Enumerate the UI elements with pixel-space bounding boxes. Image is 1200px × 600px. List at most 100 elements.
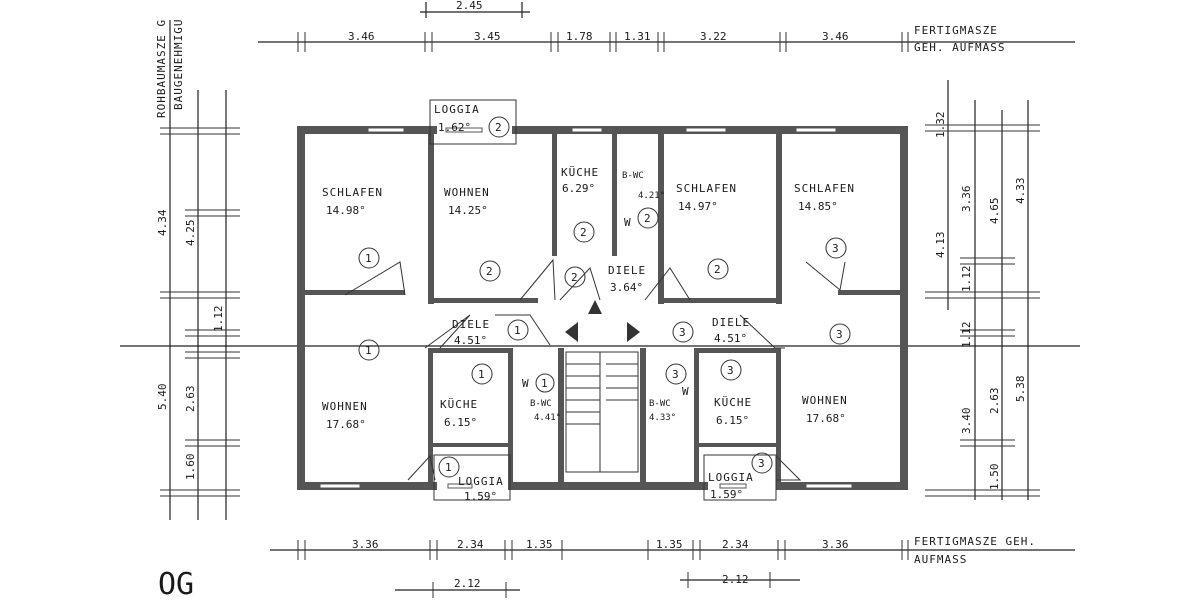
wc-3-name: B-WC xyxy=(649,399,671,409)
unit-marker: 1 xyxy=(471,363,493,385)
svg-text:3: 3 xyxy=(672,368,679,381)
right-dim-7: 1.12 xyxy=(960,322,973,349)
svg-text:2: 2 xyxy=(644,212,651,225)
right-dim-9: 2.63 xyxy=(988,388,1001,415)
wc-2-area: 4.21° xyxy=(638,191,665,201)
diele-3-name: DIELE xyxy=(712,316,750,329)
loggia-1-area: 1.59° xyxy=(464,490,497,503)
svg-text:1: 1 xyxy=(541,377,548,390)
top-dim-6: 3.46 xyxy=(822,30,849,43)
wc-2-tag: W xyxy=(624,216,631,229)
wc-1-tag: W xyxy=(522,377,529,390)
top-note-1: FERTIGMASZE xyxy=(914,24,998,37)
right-dim-5: 4.33 xyxy=(1014,178,1027,205)
bottom-dim-5: 2.34 xyxy=(722,538,749,551)
door-swings xyxy=(344,258,846,481)
unit-marker: 3 xyxy=(665,363,687,385)
top-dim-4: 1.31 xyxy=(624,30,651,43)
left-dim-5: 4.25 xyxy=(184,220,197,247)
loggia-top-area: 1.62° xyxy=(438,121,471,134)
unit-marker: 1 xyxy=(358,339,380,361)
top-note-2: GEH. AUFMASS xyxy=(914,41,1005,54)
schlafen-1-name: SCHLAFEN xyxy=(322,186,383,199)
left-dimension-chain: ROHBAUMASZE G BAUGENEHMIGU 4.34 5.40 2.6… xyxy=(120,19,1080,520)
unit-marker: 2 xyxy=(564,266,586,288)
loggia-3-area: 1.59° xyxy=(710,488,743,501)
svg-text:2: 2 xyxy=(571,271,578,284)
right-dim-10: 5.38 xyxy=(1014,376,1027,403)
kueche-2-name: KÜCHE xyxy=(561,166,599,179)
wc-2-name: B-WC xyxy=(622,171,644,181)
schlafen-2-name: SCHLAFEN xyxy=(676,182,737,195)
corner-note: OG xyxy=(158,567,194,600)
left-dim-3: 2.63 xyxy=(184,386,197,413)
left-dim-2: 5.40 xyxy=(156,384,169,411)
loggia-1-name: LOGGIA xyxy=(458,475,504,488)
right-dim-2: 3.36 xyxy=(960,186,973,213)
right-dimension-chain: 1.32 3.36 4.13 4.65 4.33 1.12 1.12 3.40 … xyxy=(925,80,1040,500)
wc-1-area: 4.41° xyxy=(534,413,561,423)
right-dim-11: 1.50 xyxy=(988,464,1001,491)
bottom-sub-dim-1: 2.12 xyxy=(454,577,481,590)
loggia-3-name: LOGGIA xyxy=(708,471,754,484)
walls xyxy=(297,126,908,490)
kueche-1-name: KÜCHE xyxy=(440,398,478,411)
unit-marker: 3 xyxy=(720,359,742,381)
top-dim-3: 1.78 xyxy=(566,30,593,43)
unit-marker: 2 xyxy=(479,260,501,282)
diele-1-area: 4.51° xyxy=(454,334,487,347)
wc-1-name: B-WC xyxy=(530,399,552,409)
schlafen-1-area: 14.98° xyxy=(326,204,366,217)
wohnen-1-name: WOHNEN xyxy=(322,400,368,413)
svg-text:1: 1 xyxy=(365,344,372,357)
svg-text:2: 2 xyxy=(580,226,587,239)
wohnen-3-area: 17.68° xyxy=(806,412,846,425)
top-dim-partial: 2.45 xyxy=(456,0,483,12)
wc-3-tag: W xyxy=(682,385,689,398)
stairwell xyxy=(565,300,640,473)
left-note-baugenehmigung: BAUGENEHMIGU xyxy=(172,19,185,110)
wohnen-3-name: WOHNEN xyxy=(802,394,848,407)
wohnen-2-name: WOHNEN xyxy=(444,186,490,199)
svg-text:3: 3 xyxy=(679,326,686,339)
diele-1-name: DIELE xyxy=(452,318,490,331)
top-dimension-chain: 3.46 3.45 1.78 1.31 3.22 3.46 2.45 FERTI… xyxy=(258,0,1075,54)
unit-marker: 3 xyxy=(672,321,694,343)
right-dim-8: 3.40 xyxy=(960,408,973,435)
svg-text:3: 3 xyxy=(758,457,765,470)
unit-marker: 1 xyxy=(535,373,555,393)
svg-text:2: 2 xyxy=(486,265,493,278)
unit-marker: 2 xyxy=(637,207,659,229)
svg-text:3: 3 xyxy=(836,328,843,341)
top-dim-5: 3.22 xyxy=(700,30,727,43)
unit-marker: 1 xyxy=(358,247,380,269)
wc-3-area: 4.33° xyxy=(649,413,676,423)
right-dim-3: 4.13 xyxy=(934,232,947,259)
svg-text:1: 1 xyxy=(514,324,521,337)
svg-text:1: 1 xyxy=(445,461,452,474)
svg-text:2: 2 xyxy=(495,121,502,134)
schlafen-3-name: SCHLAFEN xyxy=(794,182,855,195)
bottom-dim-4: 1.35 xyxy=(656,538,683,551)
bottom-dim-2: 2.34 xyxy=(457,538,484,551)
schlafen-3-area: 14.85° xyxy=(798,200,838,213)
svg-text:3: 3 xyxy=(727,364,734,377)
diele-3-area: 4.51° xyxy=(714,332,747,345)
wohnen-2-area: 14.25° xyxy=(448,204,488,217)
svg-text:2: 2 xyxy=(714,263,721,276)
unit-marker: 1 xyxy=(438,456,460,478)
room-labels: LOGGIA 1.62° SCHLAFEN 14.98° WOHNEN 14.2… xyxy=(322,103,855,503)
right-dim-4: 4.65 xyxy=(988,198,1001,225)
top-dim-2: 3.45 xyxy=(474,30,501,43)
unit-marker: 2 xyxy=(707,258,729,280)
top-dim-1: 3.46 xyxy=(348,30,375,43)
left-dim-6: 1.12 xyxy=(212,306,225,333)
bottom-sub-dim-2: 2.12 xyxy=(722,573,749,586)
unit-marker: 3 xyxy=(751,452,773,474)
svg-text:1: 1 xyxy=(478,368,485,381)
windows xyxy=(319,127,853,489)
unit-marker: 1 xyxy=(507,319,529,341)
bottom-dim-1: 3.36 xyxy=(352,538,379,551)
unit-markers: 2 1 2 2 2 2 2 3 1 1 3 3 1 1 3 3 1 3 xyxy=(358,116,851,478)
